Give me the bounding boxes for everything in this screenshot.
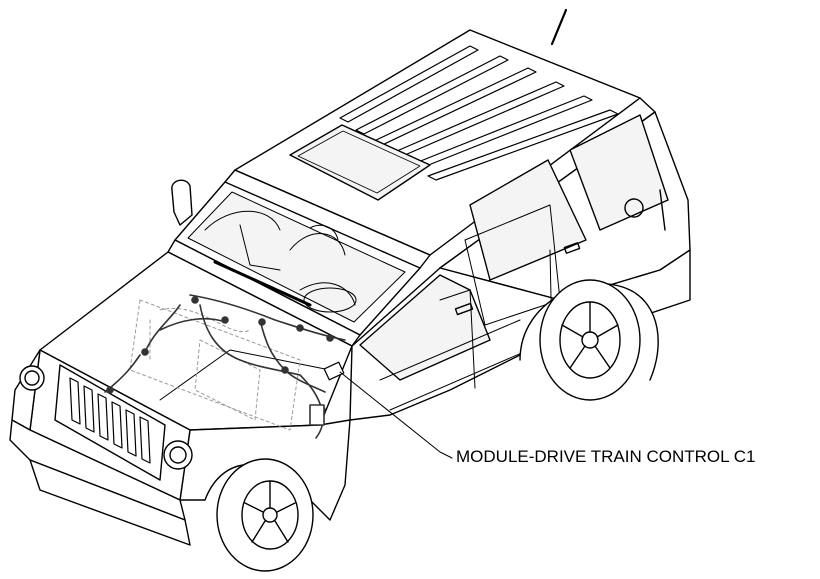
wiring-harness: [104, 294, 346, 439]
left-mirror: [171, 179, 193, 226]
interior: [204, 210, 357, 313]
grille: [69, 377, 151, 464]
sunroof: [289, 124, 431, 201]
rear-quarter: [439, 111, 691, 301]
drive-train-control-module: [323, 361, 345, 381]
antenna: [550, 8, 568, 46]
callout-leader-line: [339, 371, 453, 459]
headlights: [19, 365, 193, 470]
front-wheel: [216, 458, 314, 572]
callout-label: MODULE-DRIVE TRAIN CONTROL C1: [456, 447, 756, 466]
rear-wheel: [519, 279, 659, 401]
